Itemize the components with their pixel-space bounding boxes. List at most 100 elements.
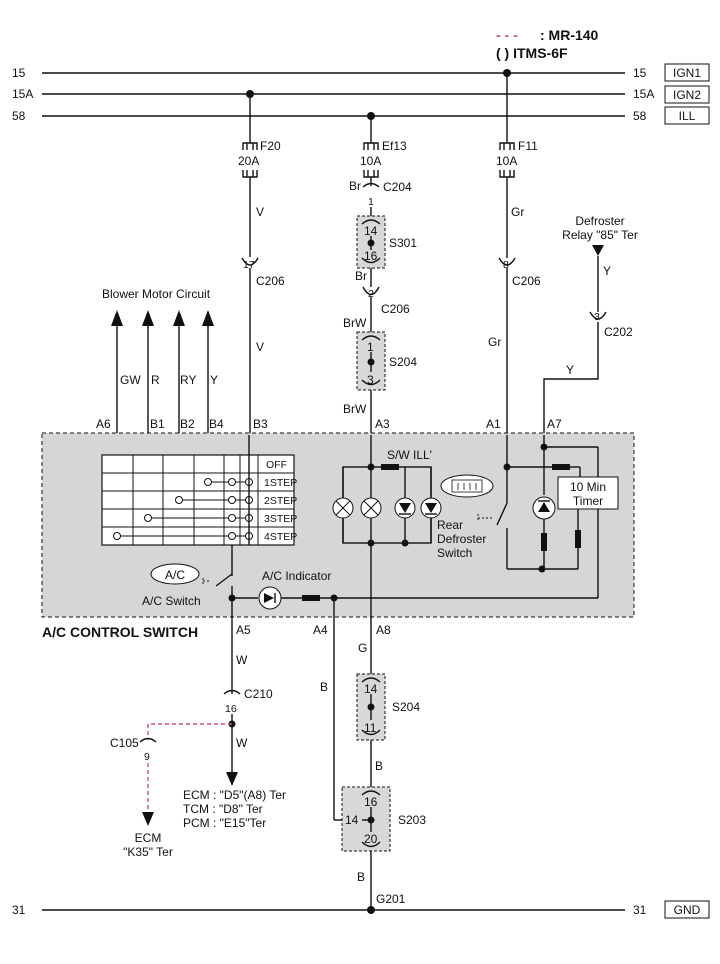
blower-switch-table: OFF 1STEP 2STEP 3STEP 4STEP <box>101 435 297 560</box>
splice-s203-top-pin: 16 <box>364 795 378 809</box>
bus-15-left-label: 15 <box>12 66 26 80</box>
wire-color-b-gnd: B <box>357 870 365 884</box>
bus-15-right-label: 15 <box>633 66 647 80</box>
sw-ill-label: S/W ILL' <box>387 448 432 462</box>
connector-c210-symbol <box>223 689 241 695</box>
rear-defroster-line1: Rear <box>437 518 463 532</box>
fuse-ef13-symbol <box>363 142 379 178</box>
wire-color-brw-upper: BrW <box>343 316 367 330</box>
module-title: A/C CONTROL SWITCH <box>42 624 198 640</box>
a8-ground-circuit: G 14 11 S204 B 16 14 20 S203 B G20 <box>341 617 426 914</box>
splice-s204-upper-name: S204 <box>389 355 417 369</box>
illumination-lamps: S/W ILL' <box>332 435 442 617</box>
power-buses: 15 15A 58 31 15 15A 58 31 IGN1 IGN2 ILL … <box>12 63 710 919</box>
a5-ecm-circuit: W C210 16 W ECM : "D5"(A8) Ter TCM : "D8… <box>110 617 286 859</box>
splice-s204-upper-top-pin: 1 <box>367 340 374 354</box>
splice-s204-lower-name: S204 <box>392 700 420 714</box>
defroster-relay-line1: Defroster <box>575 214 624 228</box>
blower-arrow-icon <box>202 310 214 326</box>
connector-c105-name: C105 <box>110 736 139 750</box>
wire-color-gr-upper: Gr <box>511 205 524 219</box>
connector-c204-pin: 1 <box>368 196 374 208</box>
ground-label: G201 <box>376 892 406 906</box>
legend: - - - : MR-140 ( ) ITMS-6F <box>496 27 599 61</box>
timer-box <box>557 476 619 510</box>
wire-color-y-lower: Y <box>566 363 574 377</box>
resistor-icon <box>575 530 581 548</box>
ecm-k35-arrow-icon <box>142 812 154 826</box>
rear-defroster-switch: Rear Defroster Switch <box>437 435 578 573</box>
module-lower-pins: A5 A4 A8 <box>236 623 391 637</box>
connector-c206-br-pin: 2 <box>368 288 374 300</box>
ac-control-switch-module: A/C CONTROL SWITCH OFF 1STEP 2STEP 3STEP… <box>41 432 635 640</box>
bus-31-right-label: 31 <box>633 903 647 917</box>
led-icon <box>394 497 416 519</box>
legend-itms: ( ) ITMS-6F <box>496 45 568 61</box>
timer-label-line2: Timer <box>573 494 603 508</box>
bus-tag-ign1: IGN1 <box>673 66 701 80</box>
connector-c206-gr-name: C206 <box>512 274 541 288</box>
ecm-target-3: PCM : "E15"Ter <box>183 816 266 830</box>
blower-motor-outputs: Blower Motor Circuit GW R RY Y <box>102 287 218 455</box>
splice-s301-bottom-pin: 16 <box>364 249 378 263</box>
ac-indicator-label: A/C Indicator <box>262 569 331 583</box>
connector-c206-v-pin: 17 <box>243 259 255 271</box>
connector-c206-br-name: C206 <box>381 302 410 316</box>
ecm-arrow-icon <box>226 772 238 786</box>
blower-arrow-icon <box>111 310 123 326</box>
wire-color-gw: GW <box>120 373 141 387</box>
connector-c204-name: C204 <box>383 180 412 194</box>
pin-a8: A8 <box>376 623 391 637</box>
connector-c206-v-name: C206 <box>256 274 285 288</box>
pin-a5: A5 <box>236 623 251 637</box>
pin-b1: B1 <box>150 417 165 431</box>
wire-color-br-upper: Br <box>349 179 361 193</box>
bus-15a-right-label: 15A <box>633 87 654 101</box>
fuse-ef13-name: Ef13 <box>382 139 407 153</box>
connector-c210-name: C210 <box>244 687 273 701</box>
legend-mr140: : MR-140 <box>540 27 599 43</box>
bus-tag-gnd: GND <box>674 903 701 917</box>
ecm-target-1: ECM : "D5"(A8) Ter <box>183 788 286 802</box>
resistor-icon <box>541 533 547 551</box>
ecm-target-2: TCM : "D8" Ter <box>183 802 263 816</box>
splice-s204-lower-bottom-pin: 11 <box>364 721 377 735</box>
splice-s204-upper: 1 3 S204 <box>356 331 417 391</box>
pin-a3: A3 <box>375 417 390 431</box>
blower-arrow-icon <box>173 310 185 326</box>
blower-step-1: 1STEP <box>264 477 297 489</box>
defroster-relay-arrow-icon <box>592 245 604 256</box>
connector-c204-symbol <box>362 182 380 188</box>
timer-label-line1: 10 Min <box>570 480 606 494</box>
pin-a1: A1 <box>486 417 501 431</box>
bus-58-right-label: 58 <box>633 109 647 123</box>
wire-color-w-a5: W <box>236 653 248 667</box>
defroster-relay-circuit: Defroster Relay "85" Ter Y 3 C202 Y <box>543 214 638 435</box>
connector-c105-pin: 9 <box>144 751 150 763</box>
connector-c202-symbol <box>589 311 607 320</box>
wire-color-gr-lower: Gr <box>488 335 501 349</box>
blower-arrow-icon <box>142 310 154 326</box>
pin-b4: B4 <box>209 417 224 431</box>
wire-color-y-upper: Y <box>603 264 611 278</box>
wire-color-brw-lower: BrW <box>343 402 367 416</box>
bus-tag-ill: ILL <box>679 109 696 123</box>
fuse-ef13-rating: 10A <box>360 154 381 168</box>
ac-button <box>150 563 200 585</box>
connector-c206-gr-symbol <box>498 257 516 266</box>
fuse-f20-name: F20 <box>260 139 281 153</box>
rear-defroster-line3: Switch <box>437 546 472 560</box>
splice-s204-lower: 14 11 S204 <box>356 673 420 741</box>
blower-step-3: 3STEP <box>264 513 297 525</box>
connector-c202-name: C202 <box>604 325 633 339</box>
pin-a6: A6 <box>96 417 111 431</box>
pin-a4: A4 <box>313 623 328 637</box>
fuse-f20-rating: 20A <box>238 154 259 168</box>
splice-s203-bottom-pin: 20 <box>364 832 378 846</box>
splice-s301-top-pin: 14 <box>364 224 378 238</box>
splice-s204-upper-bottom-pin: 3 <box>367 373 374 387</box>
wire-color-w-ecm: W <box>236 736 248 750</box>
connector-c202-pin: 3 <box>594 311 600 323</box>
wire-color-y-blower: Y <box>210 373 218 387</box>
